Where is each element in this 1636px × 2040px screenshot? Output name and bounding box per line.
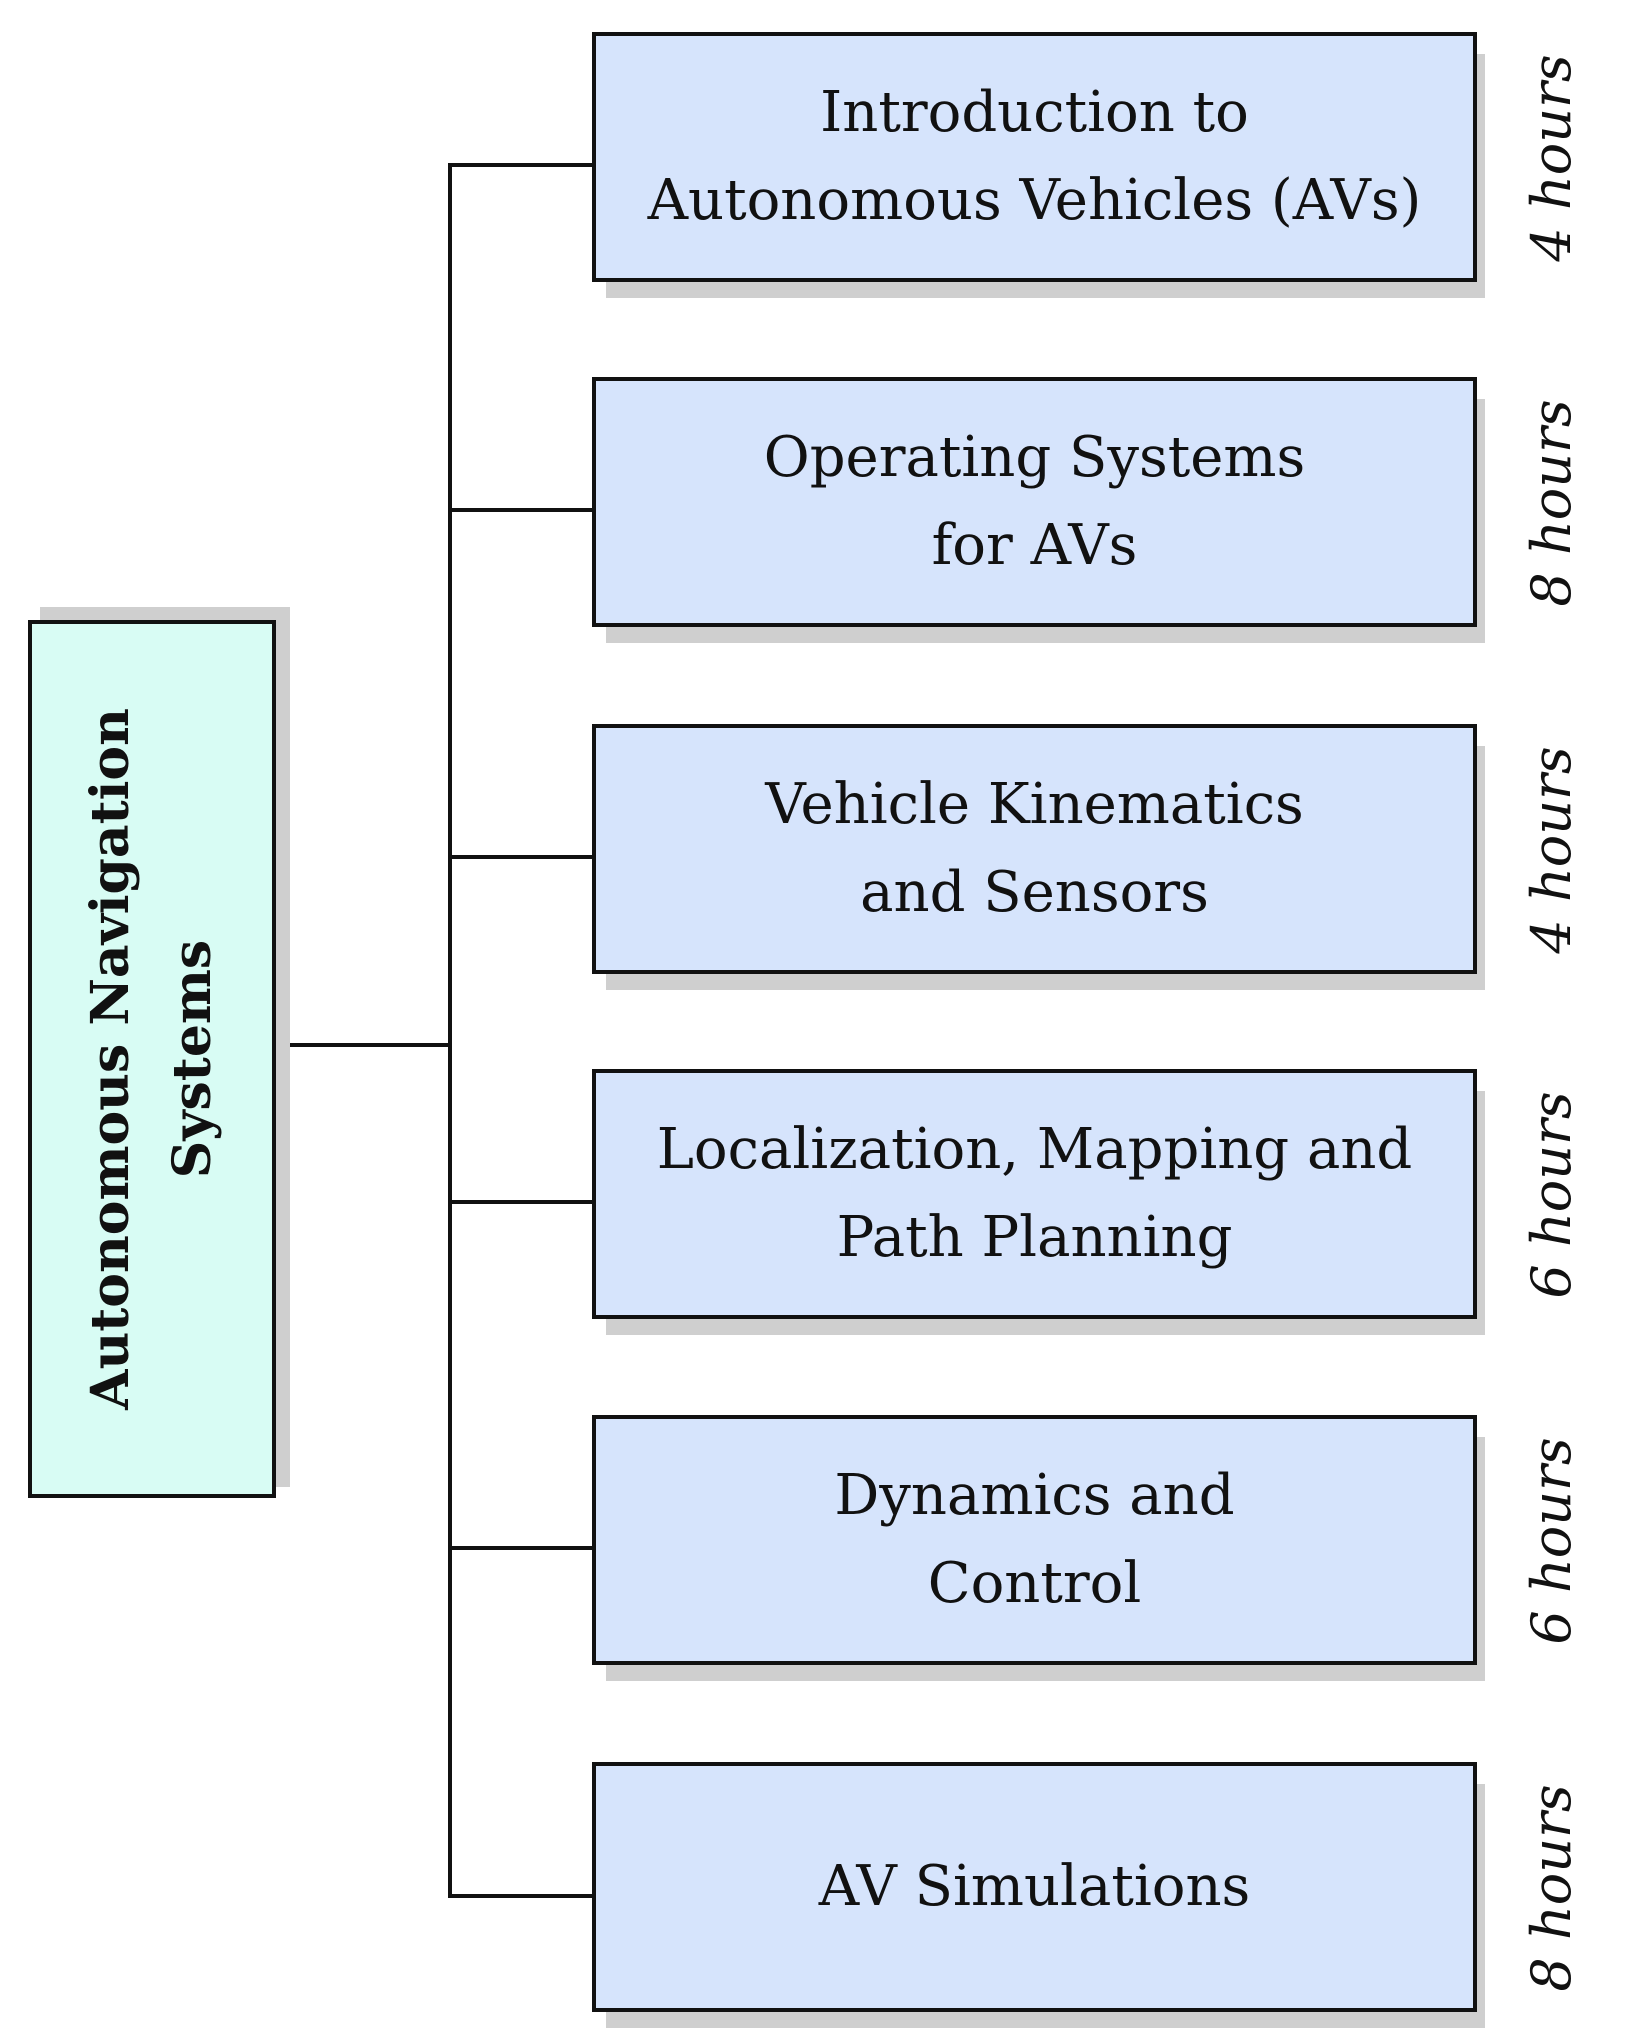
topic-6-hours: 8 hours [1520, 1784, 1583, 1992]
topic-box-6: AV Simulations [592, 1762, 1477, 2012]
topic-5-hours: 6 hours [1520, 1437, 1583, 1645]
root-label-line-1: Autonomous Navigation [80, 708, 141, 1410]
topic-4-hours: 6 hours [1520, 1091, 1583, 1299]
topic-1-line-2: Autonomous Vehicles (AVs) [647, 168, 1422, 233]
topic-label-3: Vehicle Kinematics and Sensors [765, 761, 1304, 937]
topic-box-3: Vehicle Kinematics and Sensors [592, 724, 1477, 974]
topic-4-line-1: Localization, Mapping and [656, 1117, 1413, 1182]
root-node: Autonomous Navigation Systems [28, 620, 276, 1498]
topic-6-line-1: AV Simulations [818, 1854, 1251, 1919]
topic-1-hours: 4 hours [1520, 54, 1583, 262]
topic-label-4: Localization, Mapping and Path Planning [657, 1106, 1413, 1282]
topic-box-2: Operating Systems for AVs [592, 377, 1477, 627]
topic-label-6: AV Simulations [819, 1843, 1251, 1931]
root-label-line-2: Systems [162, 939, 223, 1179]
topic-5-line-1: Dynamics and [834, 1463, 1235, 1528]
topic-box-5: Dynamics and Control [592, 1415, 1477, 1665]
topic-2-hours: 8 hours [1520, 399, 1583, 607]
topic-2-line-1: Operating Systems [763, 425, 1306, 490]
topic-3-hours: 4 hours [1520, 746, 1583, 954]
topic-label-1: Introduction to Autonomous Vehicles (AVs… [648, 69, 1422, 245]
topic-label-5: Dynamics and Control [834, 1452, 1234, 1628]
topic-4-line-2: Path Planning [836, 1205, 1233, 1270]
topic-3-line-1: Vehicle Kinematics [765, 772, 1304, 837]
topic-1-line-1: Introduction to [820, 80, 1249, 145]
topic-box-1: Introduction to Autonomous Vehicles (AVs… [592, 32, 1477, 282]
topic-box-4: Localization, Mapping and Path Planning [592, 1069, 1477, 1319]
topic-3-line-2: and Sensors [860, 860, 1209, 925]
topic-2-line-2: for AVs [931, 513, 1138, 578]
topic-label-2: Operating Systems for AVs [764, 414, 1305, 590]
topic-5-line-2: Control [927, 1551, 1142, 1616]
root-label: Autonomous Navigation Systems [70, 649, 234, 1469]
